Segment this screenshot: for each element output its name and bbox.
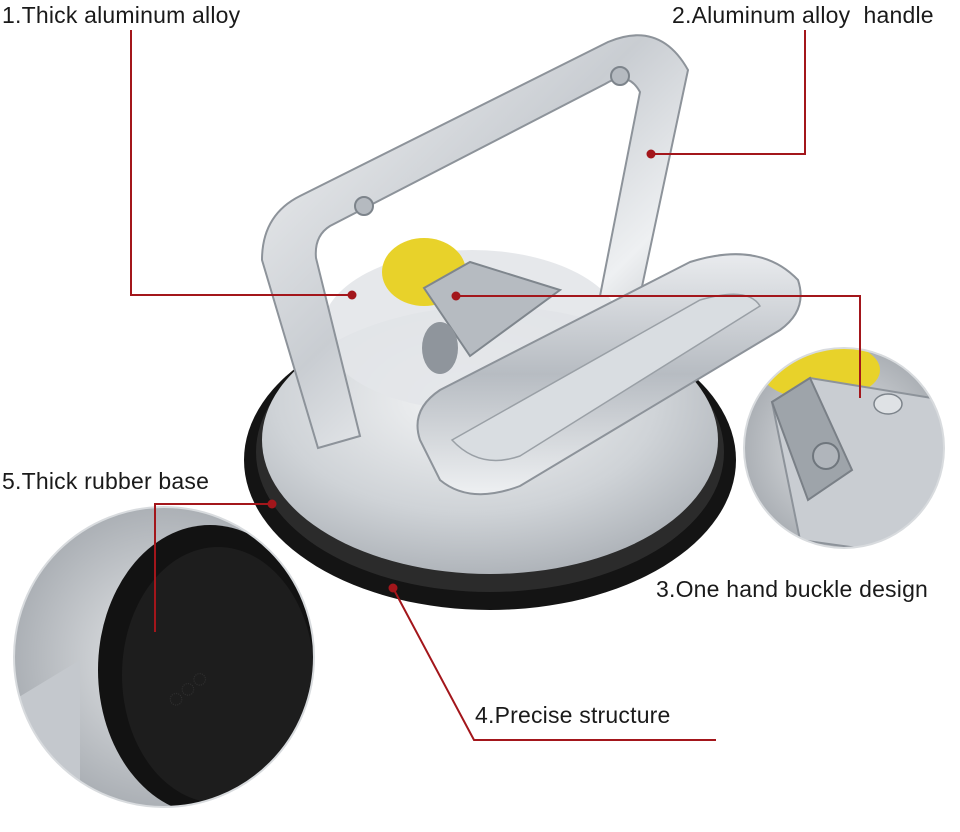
callout-aluminum-alloy-handle: 2.Aluminum alloy handle (672, 2, 934, 28)
leader-dot-4 (388, 583, 398, 593)
aluminum-handle (260, 34, 690, 450)
callout-thick-rubber-base: 5.Thick rubber base (2, 468, 210, 494)
buckle-detail-inset (743, 347, 945, 549)
leader-line-1 (130, 30, 352, 296)
leader-line-2 (651, 30, 806, 155)
leader-dots (267, 149, 656, 593)
leader-dot-3 (451, 291, 461, 301)
leader-dot-5 (267, 499, 277, 509)
pivot-pin (422, 322, 458, 374)
callout-thick-aluminum-alloy: 1.Thick aluminum alloy (2, 2, 241, 28)
leader-line-4 (392, 587, 716, 741)
leader-line-5 (154, 503, 272, 632)
rivet-icon (610, 66, 630, 86)
rubber-base-inset: ◌◌◌ (13, 506, 315, 808)
leader-dot-2 (646, 149, 656, 159)
callout-precise-structure: 4.Precise structure (475, 702, 671, 728)
leader-dot-1 (347, 290, 357, 300)
leader-line-3 (456, 295, 861, 398)
leader-lines (130, 30, 861, 741)
callout-one-hand-buckle-design: 3.One hand buckle design (656, 576, 929, 602)
suction-cup (244, 34, 802, 610)
rivet-icon (354, 196, 374, 216)
